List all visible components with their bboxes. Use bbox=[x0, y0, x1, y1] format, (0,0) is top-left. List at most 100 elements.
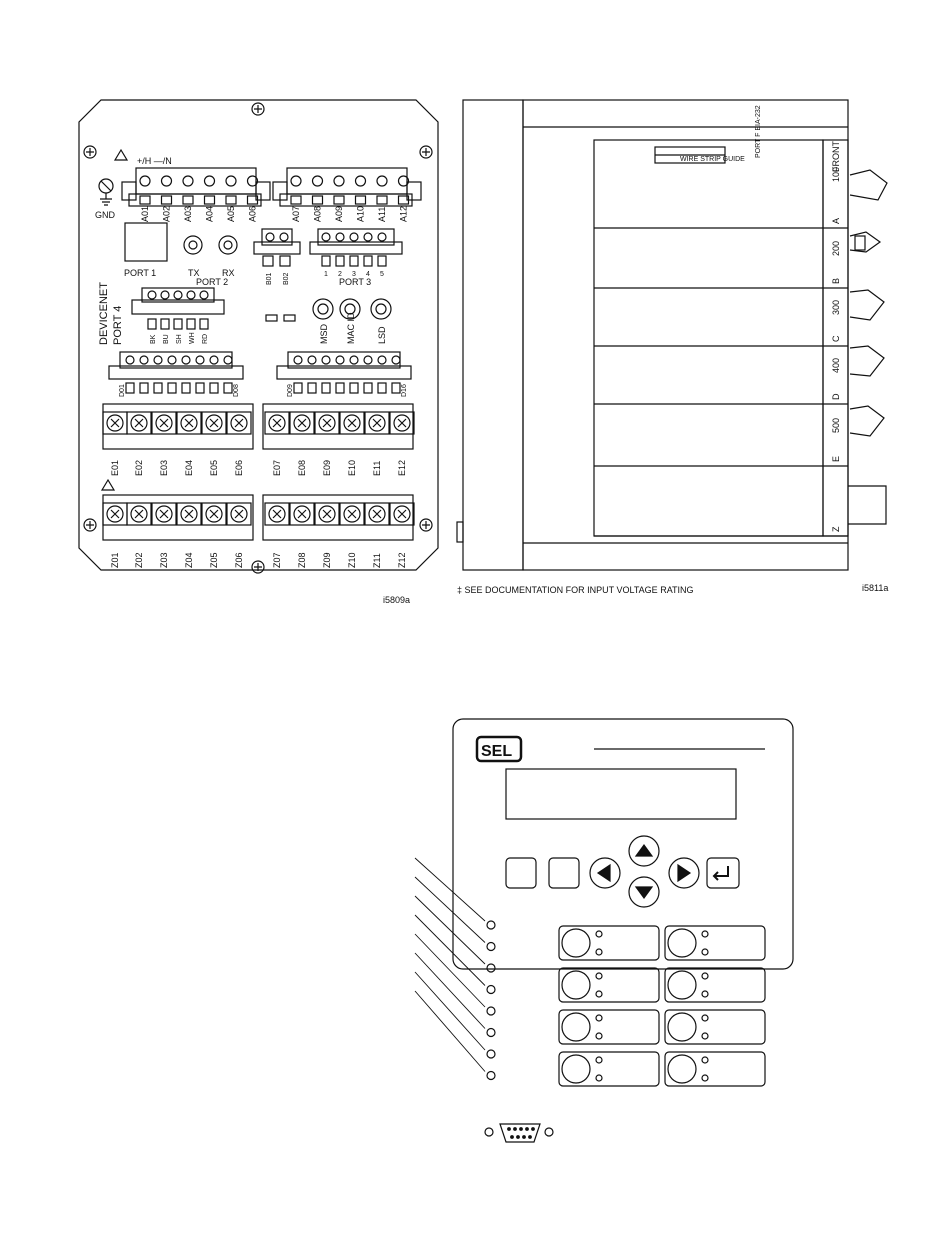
d-terminal-slot bbox=[335, 382, 345, 394]
slot-letter: D bbox=[831, 393, 841, 400]
target-button bbox=[558, 1009, 660, 1045]
terminal-cell bbox=[126, 411, 152, 435]
screw-slot bbox=[272, 418, 282, 428]
terminal-cell bbox=[289, 411, 315, 435]
screw-slot bbox=[272, 509, 282, 519]
d-terminal-pin bbox=[167, 355, 177, 365]
terminal-label: Z10 bbox=[347, 552, 357, 568]
leader-line bbox=[414, 952, 486, 1029]
slot-letter: Z bbox=[831, 526, 841, 532]
devicenet-wire-label: BK bbox=[150, 334, 157, 344]
status-led bbox=[486, 984, 496, 995]
devicenet-pin bbox=[160, 290, 170, 300]
d-terminal-slot bbox=[167, 382, 177, 394]
terminal-cell bbox=[126, 502, 152, 526]
terminal-label: A11 bbox=[377, 207, 387, 222]
screw-slot bbox=[110, 509, 120, 519]
b-terminal-label: B01 bbox=[266, 272, 273, 285]
d-terminal-pin bbox=[125, 355, 135, 365]
d-terminal-pin bbox=[139, 355, 149, 365]
port2-label: PORT 2 bbox=[196, 277, 228, 287]
terminal-label: A04 bbox=[205, 206, 215, 222]
screw-slot bbox=[110, 418, 120, 428]
target-led bbox=[701, 1074, 709, 1082]
screw-head bbox=[343, 505, 361, 523]
screw-head bbox=[180, 505, 198, 523]
screw-slot bbox=[372, 509, 382, 519]
status-led bbox=[486, 1070, 496, 1081]
d-terminal-slot bbox=[391, 382, 401, 394]
d-terminal-slot bbox=[139, 382, 149, 394]
status-led bbox=[486, 1049, 496, 1059]
lsd-label: LSD bbox=[377, 326, 387, 344]
terminal-label: Z08 bbox=[297, 552, 307, 568]
target-led bbox=[701, 1056, 709, 1064]
nav-key-1 bbox=[505, 857, 537, 889]
db9-pin bbox=[507, 1127, 511, 1131]
terminal-label: A06 bbox=[248, 206, 258, 222]
db9-pin bbox=[516, 1135, 520, 1139]
d-terminal-pin bbox=[335, 355, 345, 365]
screw-head bbox=[230, 414, 248, 432]
d-terminal-slot bbox=[321, 382, 331, 394]
db9-pin bbox=[513, 1127, 517, 1131]
terminal-slot bbox=[139, 195, 151, 205]
screw-head bbox=[155, 414, 173, 432]
terminal-strip bbox=[262, 494, 414, 541]
devicenet-slot bbox=[147, 318, 157, 330]
terminal-cell bbox=[264, 502, 290, 526]
port-f-label: PORT F EIA-232 bbox=[755, 105, 762, 158]
slot-letter: B bbox=[831, 278, 841, 284]
screw-head bbox=[130, 414, 148, 432]
port3-pin bbox=[349, 232, 359, 242]
status-led bbox=[486, 941, 496, 952]
d-terminal-pin bbox=[377, 355, 387, 365]
terminal-label: Z04 bbox=[184, 552, 194, 568]
target-led bbox=[701, 990, 709, 998]
screw-head bbox=[130, 505, 148, 523]
d-terminal-pin bbox=[223, 355, 233, 365]
terminal-hole bbox=[182, 175, 194, 187]
target-led bbox=[701, 930, 709, 938]
terminal-label: Z02 bbox=[134, 552, 144, 568]
pushbutton bbox=[667, 1054, 697, 1084]
leader-line bbox=[414, 990, 486, 1072]
b-terminal-label: B02 bbox=[283, 272, 290, 285]
terminal-hole bbox=[311, 175, 324, 187]
gnd-label: GND bbox=[95, 210, 116, 220]
target-led bbox=[595, 1056, 603, 1064]
port3-pin bbox=[335, 232, 345, 242]
status-led bbox=[486, 1006, 496, 1016]
devicenet-slot bbox=[173, 318, 183, 330]
target-led bbox=[595, 972, 603, 980]
port3-slot bbox=[321, 255, 331, 267]
terminal-slot bbox=[376, 195, 388, 205]
port3-pin-number: 3 bbox=[352, 271, 356, 278]
terminal-label: E06 bbox=[234, 460, 244, 476]
screw-head bbox=[106, 505, 124, 523]
d-terminal-slot bbox=[307, 382, 317, 394]
screw-slot bbox=[297, 418, 307, 428]
port2-tx-label: TX bbox=[188, 268, 200, 278]
terminal-cell bbox=[339, 411, 365, 435]
pushbutton bbox=[667, 970, 697, 1000]
status-led bbox=[486, 1027, 496, 1038]
pushbutton bbox=[561, 928, 591, 958]
screw-head bbox=[268, 414, 286, 432]
port3-pin bbox=[321, 232, 331, 242]
d-terminal-pin bbox=[195, 355, 205, 365]
screw-slot bbox=[134, 509, 144, 519]
pushbutton bbox=[667, 1012, 697, 1042]
screw-slot bbox=[397, 418, 407, 428]
port3-pin-number: 4 bbox=[366, 271, 370, 278]
terminal-cell bbox=[389, 502, 415, 526]
screw-head bbox=[205, 414, 223, 432]
target-led bbox=[701, 1014, 709, 1022]
db9-pin bbox=[531, 1127, 535, 1131]
terminal-slot bbox=[333, 195, 345, 205]
screw-head bbox=[268, 505, 286, 523]
terminal-cell bbox=[389, 411, 415, 435]
terminal-hole bbox=[333, 175, 345, 187]
terminal-cell bbox=[176, 411, 202, 435]
d-terminal-slot bbox=[181, 382, 191, 394]
